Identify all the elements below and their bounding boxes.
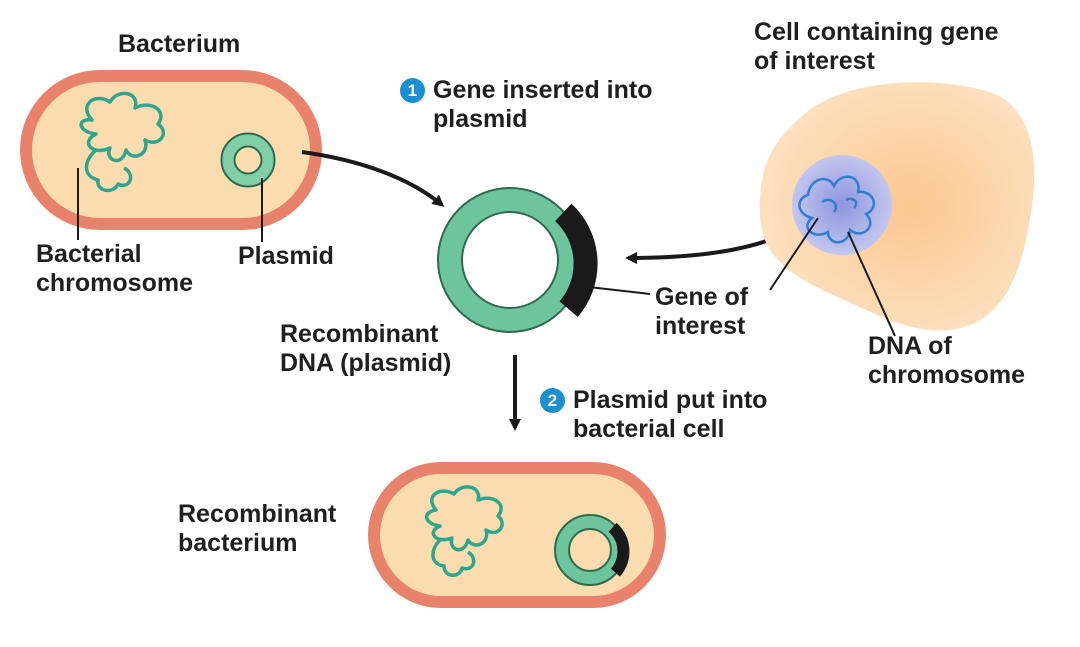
- plasmid-label: Plasmid: [238, 242, 334, 270]
- recombinant-dna-label: Recombinant DNA (plasmid): [280, 320, 451, 378]
- step-2: 2 Plasmid put into bacterial cell: [540, 386, 767, 444]
- step-1-text: Gene inserted into plasmid: [433, 76, 652, 134]
- bacterial-chromosome-label: Bacterial chromosome: [36, 240, 193, 298]
- step-1-text-line-2: plasmid: [433, 105, 528, 133]
- bacterial-chromosome: [79, 91, 165, 193]
- gene-of-interest-label: Gene of interest: [655, 283, 748, 341]
- gene-pointer: [579, 285, 651, 295]
- donor-cell-body: [759, 82, 1035, 331]
- step-2-text-line-2: bacterial cell: [573, 415, 725, 443]
- cell-label-line-2: of interest: [754, 47, 875, 75]
- dna-of-chromosome-pointer: [847, 231, 896, 337]
- dna-of-chromosome-label-line-1: DNA of: [868, 332, 952, 360]
- gene-of-interest-label-line-2: interest: [655, 312, 746, 340]
- plasmid-ring: [222, 134, 274, 186]
- bacterial-chromosome-label-line-1: Bacterial: [36, 240, 142, 268]
- step-1-badge: 1: [400, 78, 425, 103]
- step-2-text-line-1: Plasmid put into: [573, 386, 768, 414]
- gene-of-interest-label-line-1: Gene of: [655, 283, 749, 311]
- recombinant-bacterium-cytoplasm: [380, 474, 654, 596]
- nucleus: [792, 155, 892, 255]
- inserted-gene-segment: [554, 203, 598, 318]
- cell-label-line-1: Cell containing gene: [754, 18, 999, 46]
- recombinant-bacterium-chromosome: [425, 485, 504, 577]
- bacterial-chromosome-label-line-2: chromosome: [36, 269, 193, 297]
- donor-cell: [759, 82, 1035, 337]
- recombinant-dna-label-line-1: Recombinant: [280, 320, 439, 348]
- dna-of-chromosome-label-line-2: chromosome: [868, 361, 1025, 389]
- recombinant-dna-label-line-2: DNA (plasmid): [280, 349, 452, 377]
- arrow-to-recombinant: [301, 150, 445, 207]
- step-1-text-line-1: Gene inserted into: [433, 76, 653, 104]
- recombinant-bacterium: [368, 462, 666, 608]
- dna-of-chromosome-label: DNA of chromosome: [868, 332, 1025, 390]
- step-1: 1 Gene inserted into plasmid: [400, 76, 652, 134]
- recombinant-bacterium-label-line-1: Recombinant: [178, 500, 337, 528]
- gene-of-interest-pointer: [769, 217, 819, 291]
- cell-containing-gene-label: Cell containing gene of interest: [754, 18, 998, 76]
- bacterium-label: Bacterium: [118, 30, 241, 58]
- step-2-text: Plasmid put into bacterial cell: [573, 386, 767, 444]
- recombinant-bacterium-gene: [608, 522, 630, 577]
- recombinant-ring: [439, 189, 581, 331]
- recombinant-plasmid: [437, 187, 651, 333]
- bacterium: [20, 70, 322, 242]
- recombinant-bacterium-label: Recombinant bacterium: [178, 500, 336, 558]
- step-2-badge: 2: [540, 388, 565, 413]
- recombinant-bacterium-label-line-2: bacterium: [178, 529, 298, 557]
- chromosome-dna: [798, 175, 876, 244]
